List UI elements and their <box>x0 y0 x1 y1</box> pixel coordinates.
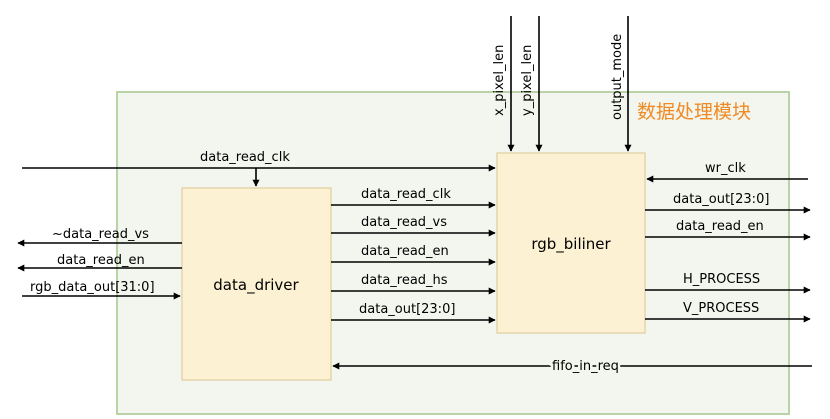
fifo-req-label: fifo_in_req <box>552 359 619 374</box>
link-clk-label: data_read_clk <box>361 187 451 202</box>
wr-clk-label: wr_clk <box>705 161 746 176</box>
link-hs-label: data_read_hs <box>361 273 448 288</box>
clk-input-label: data_read_clk <box>200 150 290 165</box>
vs-output-label: ~data_read_vs <box>52 227 149 242</box>
module-title: 数据处理模块 <box>637 101 751 123</box>
out-en-label: data_read_en <box>676 219 764 234</box>
out-v-label: V_PROCESS <box>683 301 759 316</box>
link-data-label: data_out[23:0] <box>359 302 455 317</box>
data-driver-block <box>181 187 332 381</box>
rgb-biliner-block <box>496 152 646 334</box>
out-data-label: data_out[23:0] <box>673 192 769 207</box>
link-vs-label: data_read_vs <box>361 215 447 230</box>
link-en-label: data_read_en <box>361 244 449 259</box>
data-driver-label: data_driver <box>213 276 299 295</box>
en-output-label: data_read_en <box>57 253 145 268</box>
rgb-input-label: rgb_data_out[31:0] <box>30 280 155 295</box>
output-mode-label: output_mode <box>610 34 625 120</box>
x-pixel-len-label: x_pixel_len <box>492 45 507 116</box>
y-pixel-len-label: y_pixel_len <box>520 45 535 116</box>
out-h-label: H_PROCESS <box>683 272 760 287</box>
rgb-biliner-label: rgb_biliner <box>531 235 611 254</box>
